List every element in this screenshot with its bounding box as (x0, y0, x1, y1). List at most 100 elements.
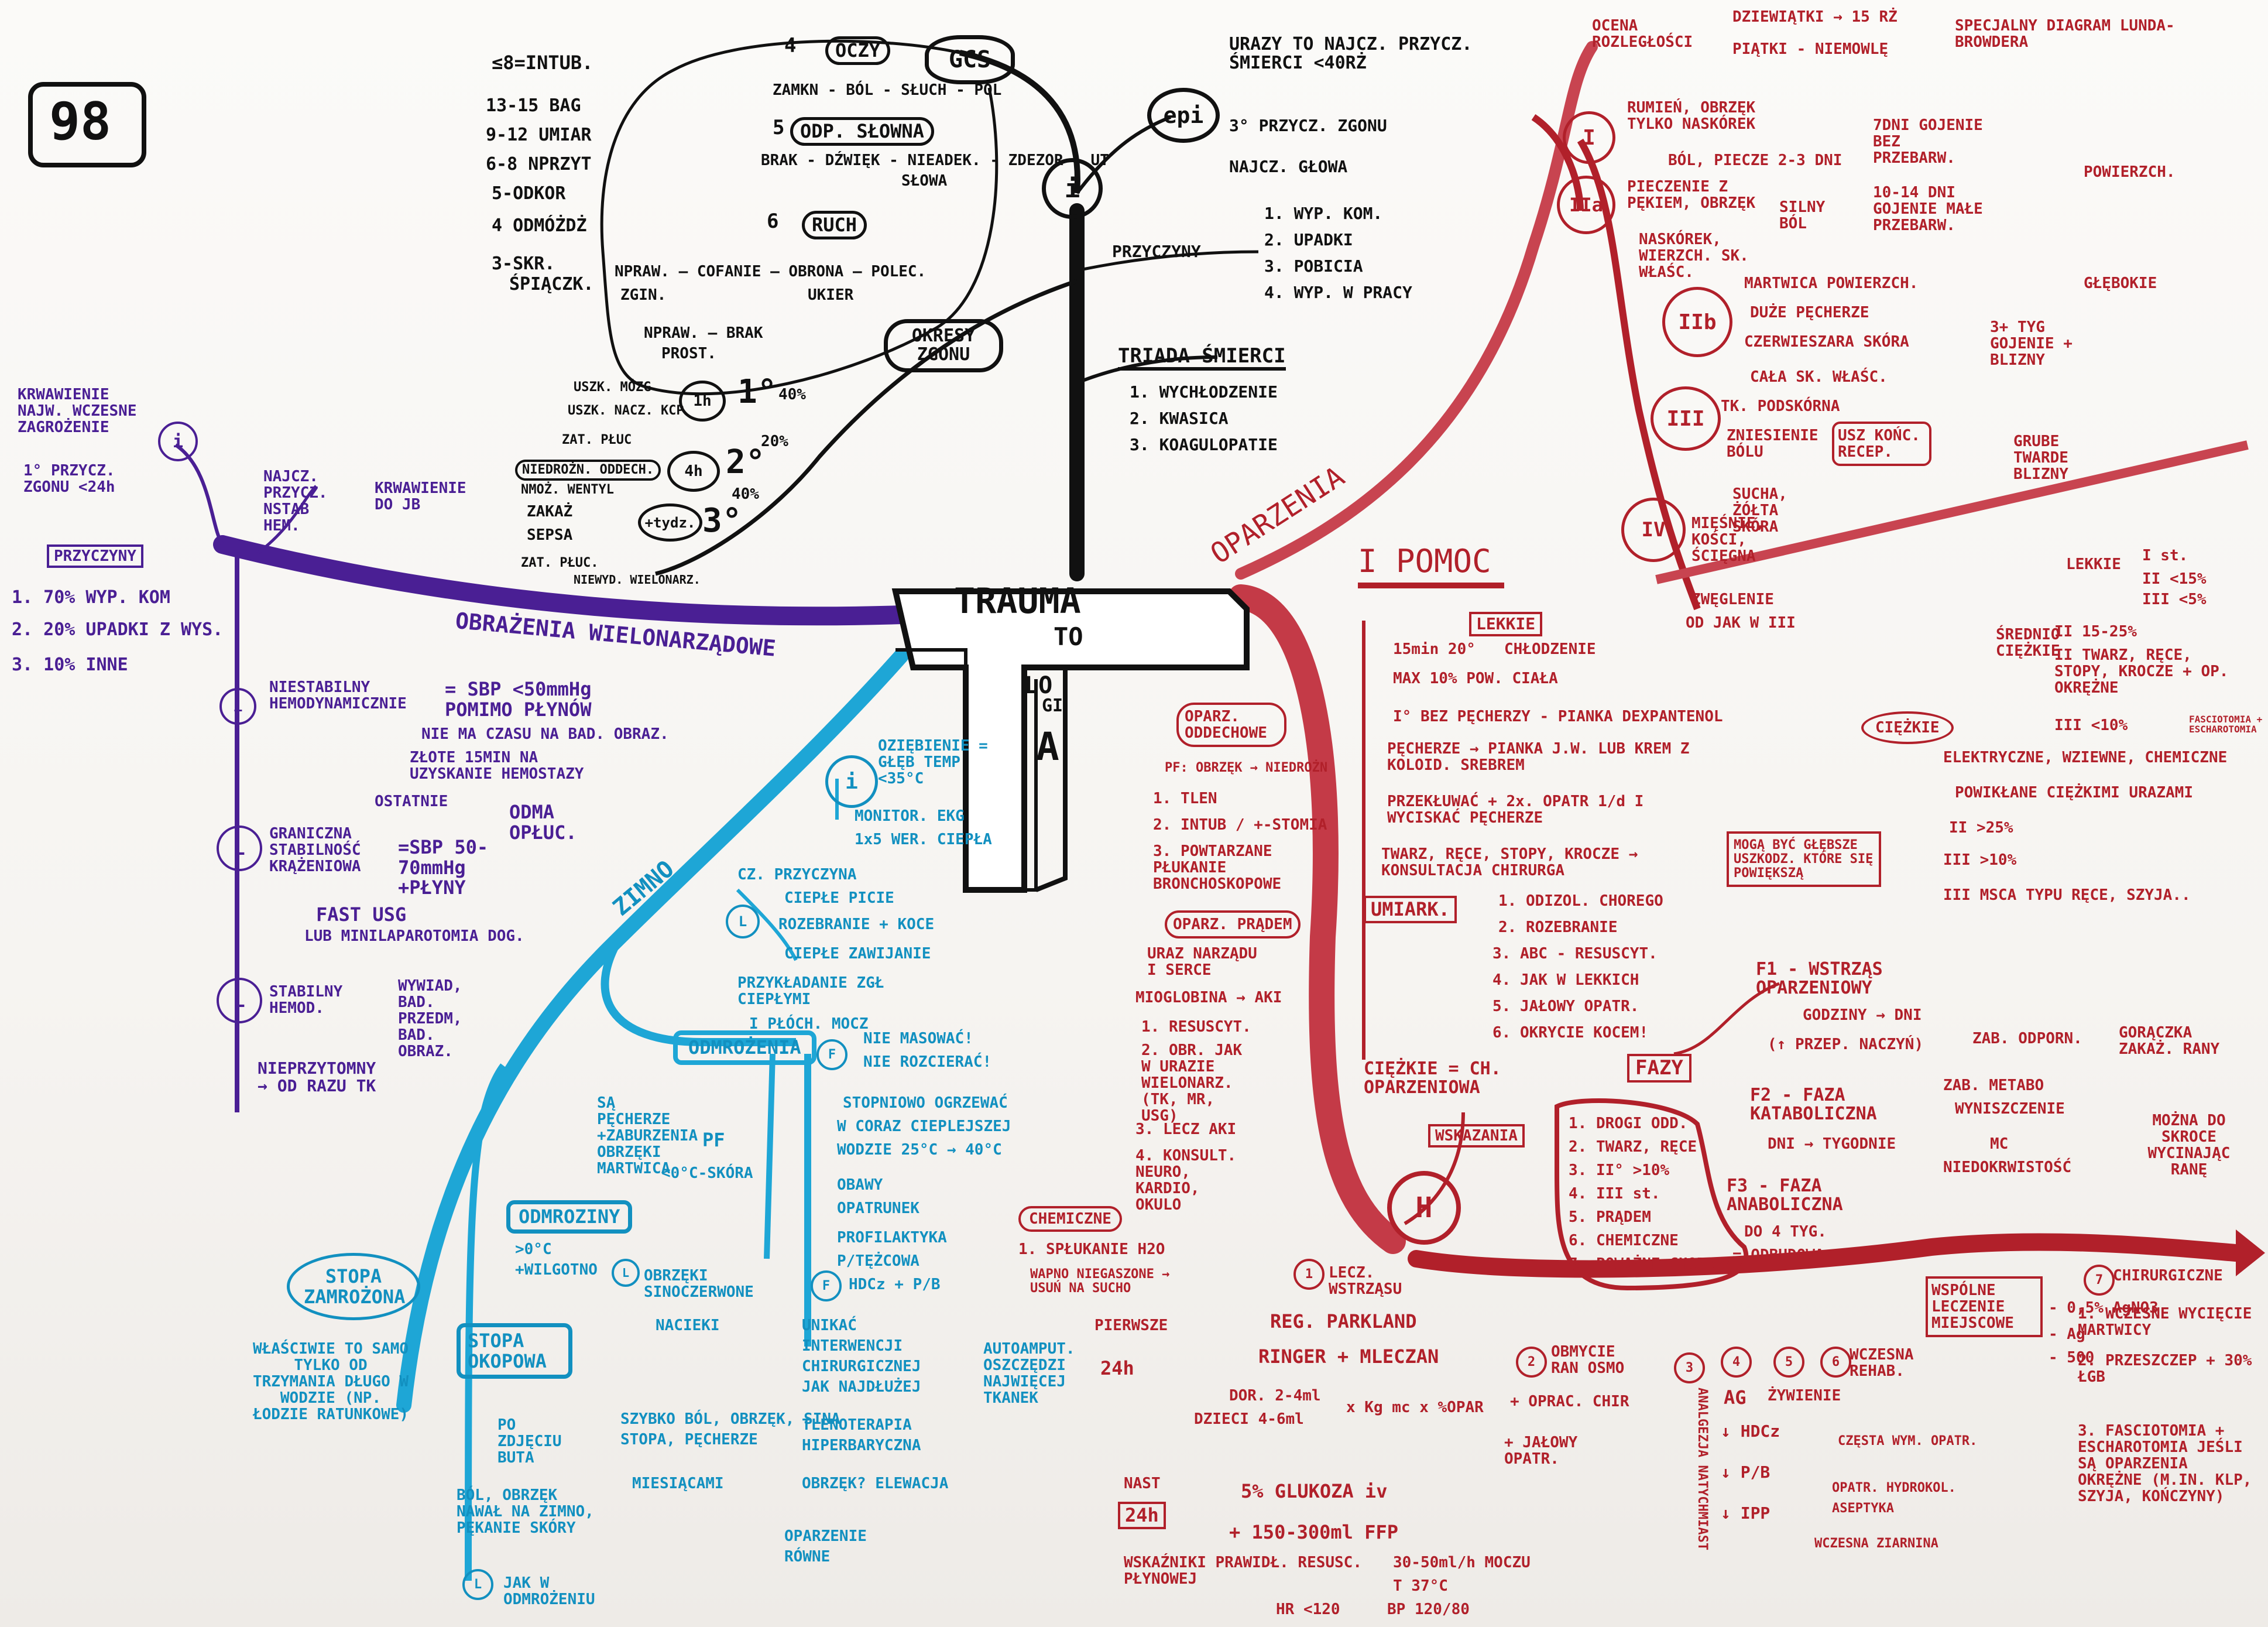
center-title-1: TRAUMA (954, 581, 1081, 622)
purple-przyczyny-0: 1. 70% WYP. KOM (12, 587, 170, 608)
red-wskazniki-label: WSKAŹNIKI PRAWIDŁ. RESUSC. PŁYNOWEJ (1124, 1554, 1362, 1588)
red-pomoc-ciezkie: CIĘŻKIE = CH. OPARZENIOWA (1364, 1059, 1501, 1098)
red-degree-iib-detail2: CZERWIESZARA SKÓRA (1744, 333, 1909, 351)
blue-treat-4: OPATRUNEK (837, 1200, 919, 1217)
gcs-scale-6: ŚPIĄCZK. (509, 274, 594, 294)
gcs-eyes-desc: ZAMKN - BÓL - SŁUCH - POL (773, 81, 1002, 99)
blue-circle-l2: F (816, 1039, 848, 1070)
red-oparzenia-line (1235, 41, 1598, 580)
red-sev-lekkie-2: III <5% (2142, 591, 2207, 608)
red-wskazania-3: 4. III st. (1569, 1185, 1660, 1203)
red-degree-i-heal: 7DNI GOJENIE BEZ PRZEBARW. (1873, 117, 1983, 167)
red-sev-ciezkie-0: ELEKTRYCZNE, WZIEWNE, CHEMICZNE (1943, 749, 2228, 766)
red-oddechowe-1: 2. INTUB / +-STOMIA (1153, 816, 1327, 834)
blue-odmr-item-1: NIE ROZCIERAĆ! (863, 1053, 992, 1071)
red-pomoc-lekkie-4: PĘCHERZE → PIANKA J.W. LUB KREM Z KOLOID… (1387, 740, 1690, 775)
gcs-motor-desc: NPRAW. — COFANIE — OBRONA — POLEC. (615, 263, 927, 280)
gcs-scale-0: 13-15 BAG (486, 95, 581, 116)
red-sev-srednio-1: II TWARZ, RĘCE, STOPY, KROCZE + OP. OKRĘ… (2054, 646, 2229, 697)
purple-stabilny: STABILNY HEMOD. (269, 983, 343, 1018)
red-fazy-f3c: = ODBUDOWA (1732, 1246, 1824, 1264)
red-degree-iii: III (1651, 386, 1721, 451)
red-sev-ciezkie-3: III >10% (1943, 851, 2017, 869)
red-glebokie: GŁĘBOKIE (2084, 275, 2157, 292)
red-pomoc-umiark: UMIARK. (1364, 896, 1457, 923)
okres-2-circle: 4h (667, 451, 720, 492)
red-pomoc-lekkie: LEKKIE (1469, 612, 1543, 637)
okres-1-desc: USZK. MÓZG (574, 380, 651, 395)
blue-circle-i: i (825, 755, 878, 808)
purple-przyczyny-2: 3. 10% INNE (12, 655, 128, 675)
red-umiark-2: 3. ABC - RESUSCYT. (1492, 945, 1658, 963)
red-degree-i-detail: BÓL, PIECZE 2-3 DNI (1668, 152, 1842, 169)
red-pomoc-lekkie-0: 15min 20° (1393, 640, 1476, 658)
center-t-shape (891, 588, 1250, 893)
red-arrow-head (2236, 1229, 2265, 1276)
triada-item-1: 2. KWASICA (1130, 409, 1229, 428)
purple-najcz-link (256, 485, 317, 554)
red-step-4-text: AG (1724, 1386, 1747, 1409)
red-fazy-f1c: (↑ PRZEP. NACZYŃ) (1768, 1036, 1924, 1053)
red-sev-srednio: ŚREDNIO CIĘŻKIE (1996, 626, 2060, 660)
purple-najcz: NAJCZ. PRZYCZ. NSTAB HEM. (263, 468, 328, 535)
red-step-2-text: OBMYCIE RAN OSMO (1551, 1343, 1625, 1378)
blue-treat-6: P/TĘŻCOWA (837, 1252, 919, 1270)
red-leczenie-nast24: 24h (1118, 1502, 1166, 1529)
blue-odmr-pf: SĄ PĘCHERZE +ZABURZENIA OBRZĘKI MARTWICA (597, 1094, 698, 1178)
blue-odmroziny-sub2: +WILGOTNO (515, 1261, 598, 1279)
red-leczenie-nast: NAST (1124, 1475, 1161, 1492)
red-sev-lekkie-1: II <15% (2142, 570, 2207, 588)
blue-treat-10: CHIRURGICZNEJ (802, 1358, 921, 1375)
red-degree-iv: IV (1621, 498, 1686, 562)
red-degree-iib: IIb (1662, 287, 1732, 357)
red-sev-lekkie-0: I st. (2142, 547, 2188, 564)
gcs-motor-desc4: NPRAW. — BRAK (644, 324, 763, 342)
red-leczenie-label: LECZ. WSTRZĄSU (1329, 1264, 1402, 1299)
center-title-4: GI (1042, 696, 1063, 716)
center-title-2: TO (1054, 622, 1083, 651)
purple-niestabilny-sbp: = SBP <50mmHg POMIMO PŁYNÓW (445, 678, 592, 721)
red-miejscowe-opatr: OPATR. HYDROKOL. (1832, 1481, 1956, 1495)
purple-no-time: NIE MA CZASU NA BAD. OBRAZ. (421, 725, 669, 743)
red-sev-lekkie: LEKKIE (2066, 556, 2121, 573)
red-fazy-f3b: DO 4 TYG. (1744, 1223, 1827, 1241)
blue-ciepla-3: PRZYKŁADANIE ZGŁ CIEPŁYMI (737, 974, 884, 1009)
gcs-scale-3: 5-ODKOR (492, 183, 566, 204)
okres-3-circle: +tydz. (638, 503, 702, 542)
red-leczenie-formula: x Kg mc x %OPAR (1346, 1399, 1484, 1416)
gcs-header: ≤8=INTUB. (492, 52, 593, 74)
red-fazy-f2: F2 - FAZA KATABOLICZNA (1750, 1085, 1877, 1125)
red-degree-iii-detail2: SUCHA, ŻÓŁTA SKÓRA (1732, 485, 1787, 536)
okres-2-desc3: NMOŻ. WENTYL (521, 482, 614, 497)
red-degree-iii-detail: ZNIESIENIE BÓLU (1727, 427, 1818, 461)
blue-treat-14: OBRZĘK? ELEWACJA (802, 1475, 949, 1492)
przyczyny-item-1: 2. UPADKI (1264, 230, 1353, 249)
black-triada-link (1082, 355, 1218, 382)
red-sev-ciezkie-2: II >25% (1949, 819, 2013, 837)
red-miejscowe-2: - 500 (2049, 1349, 2095, 1366)
przyczyny-item-0: 1. WYP. KOM. (1264, 204, 1383, 223)
red-chir-label: CHIRURGICZNE (2113, 1267, 2223, 1285)
gcs-motor-desc2: ZGIN. (620, 286, 667, 304)
red-fazy-f3: F3 - FAZA ANABOLICZNA (1727, 1176, 1843, 1215)
red-pomoc-label: I POMOC (1358, 543, 1491, 580)
red-pradem-1: 2. OBR. JAK W URAZIE WIELONARZ. (TK, MR,… (1141, 1042, 1243, 1125)
red-pradem-uraz: URAZ NARZĄDU I SERCE (1147, 945, 1257, 979)
purple-przyczyny-label: PRZYCZYNY (47, 544, 143, 568)
blue-circle-odmroziny: L (612, 1259, 640, 1287)
red-step-3-num: 3 (1674, 1352, 1705, 1383)
red-wskazania-4: 5. PRĄDEM (1569, 1208, 1651, 1226)
epi-item-0: URAZY TO NAJCZ. PRZYCZ. ŚMIERCI <40RŻ (1229, 34, 1473, 74)
red-degree-iia-heal: 10-14 DNI GOJENIE MAŁE PRZEBARW. (1873, 184, 1983, 235)
red-fazy-label: FAZY (1627, 1054, 1691, 1083)
purple-circle-l2: L (217, 978, 262, 1023)
red-pradem-label: OPARZ. PRĄDEM (1165, 910, 1301, 939)
center-title-3: LO (1024, 672, 1053, 699)
blue-odmroziny-sub: >0°C (515, 1241, 552, 1258)
red-step-3-text: ANALGEZJA NATYCHMIAST (1695, 1388, 1710, 1551)
red-right-arrow (1408, 1233, 2245, 1278)
blue-treat-15: OPARZENIE (784, 1527, 867, 1545)
red-step-2-num: 2 (1516, 1347, 1547, 1378)
red-oddechowe-2: 3. POWTARZANE PŁUKANIE BRONCHOSKOPOWE (1153, 842, 1282, 893)
red-chir-num: 7 (2084, 1265, 2115, 1296)
